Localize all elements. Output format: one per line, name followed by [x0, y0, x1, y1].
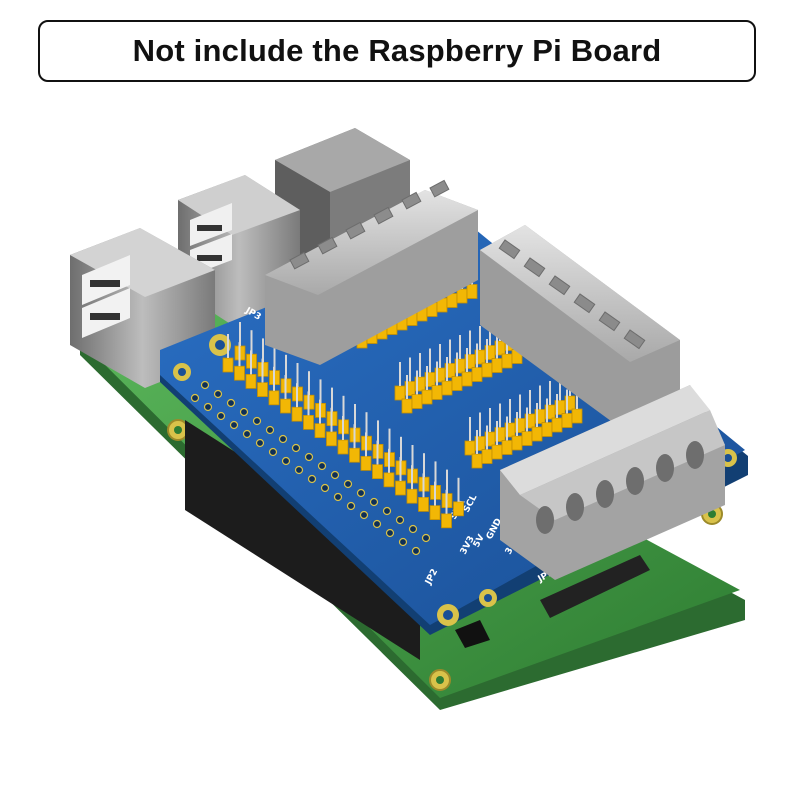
pin-header-base [360, 455, 372, 471]
pin-header-base [551, 417, 563, 433]
pin-header-base [394, 385, 406, 401]
pin-header-base [222, 357, 234, 373]
pin-header-base [471, 367, 483, 382]
pin-header-base [541, 422, 553, 437]
pin-header-base [481, 362, 493, 378]
pin-header-base [521, 431, 533, 446]
pin-header-base [411, 394, 423, 409]
pin-header-base [401, 398, 413, 414]
pin-header-base [441, 380, 453, 396]
pin-header-base [395, 480, 406, 496]
pin-header-base [245, 373, 257, 389]
pin-header-base [421, 389, 433, 405]
pin-header-base [349, 447, 360, 463]
pin-header-base [383, 472, 395, 488]
pin-header-base [418, 496, 429, 512]
terminal-block-top-left [265, 179, 478, 365]
pin-header-base [257, 382, 268, 398]
pin-header-base [429, 505, 441, 521]
pin-header-base [441, 513, 452, 529]
pin-header-base [372, 464, 383, 480]
pin-header-base [571, 408, 583, 424]
pin-header-base [456, 288, 468, 304]
pin-header-base [268, 390, 280, 406]
pin-header-base [314, 423, 326, 439]
pin-header-base [491, 444, 503, 460]
product-photo: 3V3 5V GND SDA SCL 3.3V 5V JP1 JP2 JP3 [70, 128, 748, 710]
pin-header-base [234, 365, 245, 381]
pin-header-base [303, 414, 314, 430]
pin-header-base [531, 426, 543, 442]
pin-header-base [337, 439, 349, 455]
pin-header-base [453, 501, 464, 517]
terminal-block-right [480, 225, 680, 435]
pin-header-base [291, 406, 303, 422]
stacking-header [185, 420, 420, 660]
pin-header-base [501, 353, 513, 369]
notice-text: Not include the Raspberry Pi Board [132, 33, 662, 68]
pin-header-base [431, 385, 443, 400]
pin-header-base [280, 398, 291, 414]
pin-header-base [501, 440, 513, 455]
pin-header-base [491, 358, 503, 373]
pin-header-base [481, 449, 493, 464]
pin-header-base [471, 453, 483, 469]
pin-header-base [326, 431, 337, 447]
pin-header-base [466, 284, 478, 299]
pin-header-base [461, 371, 473, 387]
pin-header-base [406, 488, 418, 504]
pin-header-base [464, 440, 476, 456]
yellow-pin-headers [222, 247, 583, 529]
terminal-block-front [500, 385, 725, 580]
pin-header-base [561, 413, 573, 428]
notice-banner: Not include the Raspberry Pi Board [38, 20, 756, 82]
pin-header-base [451, 376, 463, 391]
pin-header-base [511, 435, 523, 451]
